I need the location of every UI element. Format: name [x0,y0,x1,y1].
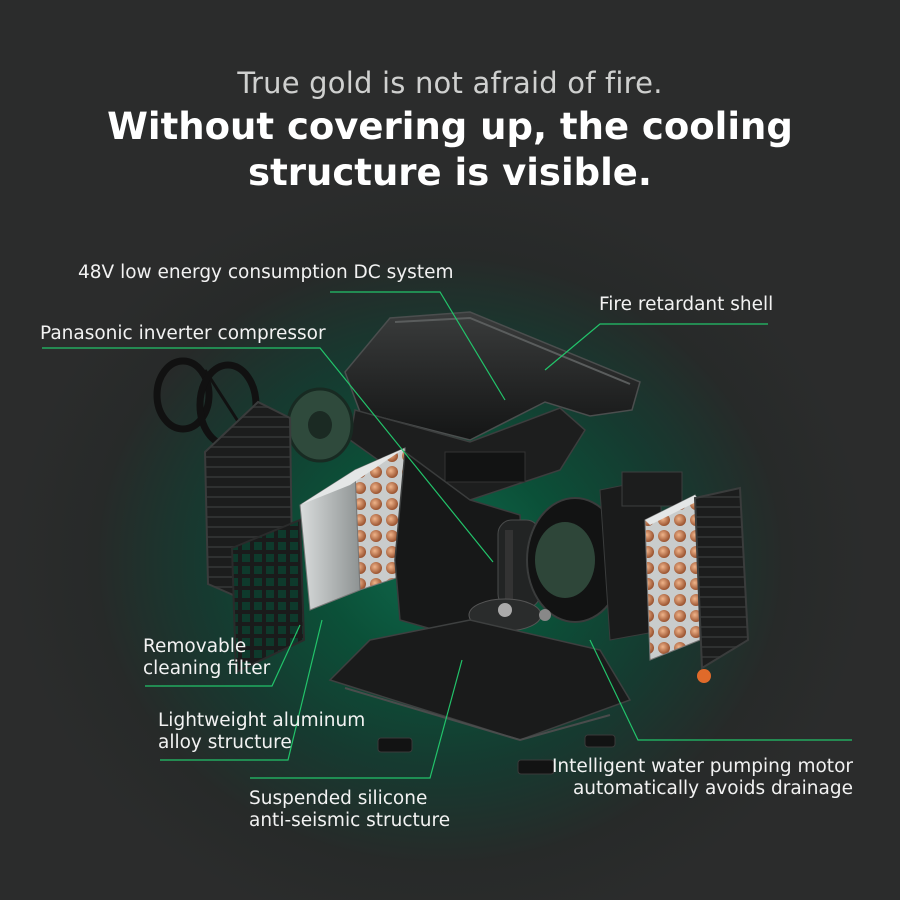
title-line-2: structure is visible. [248,151,652,194]
right-aluminum-coil [644,494,701,661]
left-aluminum-coil [299,447,406,611]
callout-silicone: Suspended silicone anti-seismic structur… [249,788,450,832]
callout-pump-line-1: Intelligent water pumping motor [551,756,853,777]
silicone-feet [377,734,616,775]
compressor-fan [286,387,354,463]
leader-aluminum [160,619,323,761]
callout-filter-line-1: Removable [143,636,247,657]
callout-silicone-line-2: anti-seismic structure [249,810,451,831]
leader-fire-shell [544,323,768,371]
leader-filter [145,624,301,687]
leader-pump [589,639,852,741]
leader-silicone [250,659,463,779]
right-grille-panel [693,486,750,683]
subtitle: True gold is not afraid of fire. [237,66,663,100]
leader-compressor [42,347,494,563]
callout-aluminum-line-2: alloy structure [158,732,292,753]
callout-silicone-line-1: Suspended silicone [249,788,428,809]
central-housing [394,450,541,641]
callout-filter-line-2: cleaning filter [143,658,271,679]
callout-pump: Intelligent water pumping motor automati… [552,756,853,800]
leader-dc-system [330,291,506,401]
callout-compressor: Panasonic inverter compressor [40,323,326,344]
callout-filter: Removable cleaning filter [143,636,270,680]
callout-aluminum-line-1: Lightweight aluminum [158,710,366,731]
callout-fire-shell: Fire retardant shell [599,294,774,315]
page-title: Without covering up, the cooling structu… [0,104,900,196]
leader-lines [42,291,852,779]
callout-pump-line-2: automatically avoids drainage [572,778,853,799]
base-tray [328,619,632,742]
callout-dc-system: 48V low energy consumption DC system [78,262,454,283]
callout-aluminum: Lightweight aluminum alloy structure [158,710,365,754]
title-line-1: Without covering up, the cooling [107,105,793,148]
removable-filter [230,518,306,674]
